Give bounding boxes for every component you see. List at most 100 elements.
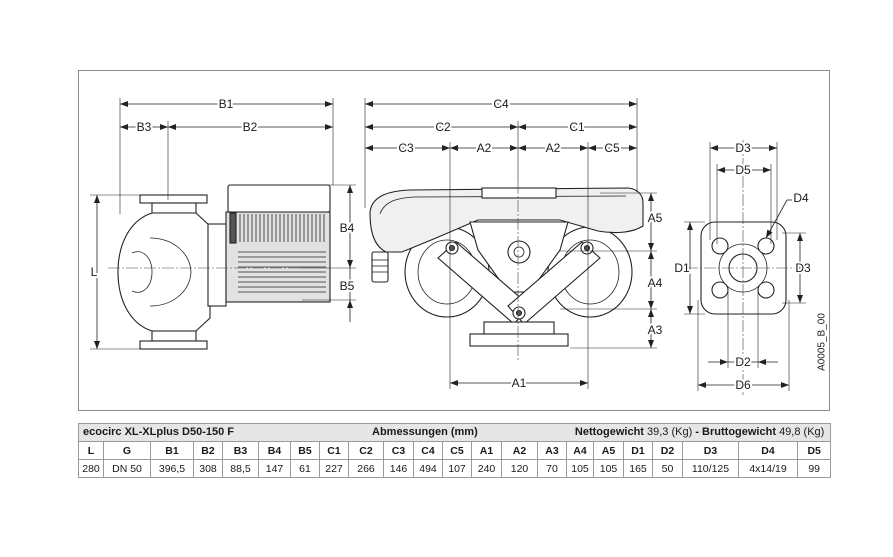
value-d1: 165	[623, 459, 653, 478]
dimension-lines	[94, 101, 803, 388]
dimension-label-d1: D1	[674, 261, 690, 275]
center-port	[507, 240, 531, 264]
dimension-label-a4: A4	[648, 276, 663, 290]
dimensions-table: ecocirc XL-XLplus D50-150 F Abmessungen …	[77, 423, 832, 478]
value-a2: 120	[501, 459, 538, 478]
bolt-right-center	[583, 244, 591, 252]
drawing-code: A0005_B_00	[817, 313, 828, 371]
dimension-labels: B1 B3 B2 L B4 B5 C4 C2 C1 C3 A2 A2 C5 A5…	[89, 95, 828, 394]
pump-volute	[117, 212, 211, 332]
value-d5: 99	[796, 459, 832, 478]
dimension-label-b3: B3	[137, 120, 152, 134]
dimension-label-c5: C5	[604, 141, 620, 155]
dimension-label-b1: B1	[219, 97, 234, 111]
cover-edge-line	[379, 195, 627, 215]
terminal-box	[227, 184, 331, 213]
technical-drawing: B1 B3 B2 L B4 B5 C4 C2 C1 C3 A2 A2 C5 A5…	[78, 70, 830, 411]
column-header-d2: D2	[652, 441, 683, 460]
net-weight-value: 39,3 (Kg)	[647, 426, 693, 438]
extension-lines	[90, 98, 806, 391]
value-c2: 266	[348, 459, 384, 478]
cable-gland	[371, 251, 389, 283]
column-header-d1: D1	[623, 441, 653, 460]
table-title-cell: ecocirc XL-XLplus D50-150 F Abmessungen …	[77, 423, 832, 442]
value-c1: 227	[319, 459, 349, 478]
column-header-b3: B3	[222, 441, 259, 460]
value-c3: 146	[383, 459, 414, 478]
column-header-c1: C1	[319, 441, 349, 460]
column-header-c2: C2	[348, 441, 384, 460]
value-d3: 110/125	[682, 459, 739, 478]
dimension-label-b5: B5	[340, 279, 355, 293]
flange-bolt-hole	[711, 237, 729, 255]
top-flange	[139, 194, 208, 204]
bolt-bottom-center	[515, 309, 523, 317]
dimension-label-b4: B4	[340, 221, 355, 235]
column-header-c5: C5	[442, 441, 472, 460]
dimension-label-d3-right: D3	[795, 261, 811, 275]
model-name: ecocirc XL-XLplus D50-150 F	[83, 426, 234, 438]
net-weight-label: Nettogewicht	[574, 426, 644, 438]
column-header-row: L G B1 B2 B3 B4 B5 C1 C2 C3 C4 C5 A1 A2 …	[78, 441, 832, 460]
column-header-a3: A3	[537, 441, 567, 460]
lower-flange-neck	[483, 321, 555, 335]
front-view-pump	[369, 187, 644, 347]
column-header-a2: A2	[501, 441, 538, 460]
value-d4: 4x14/19	[738, 459, 798, 478]
upper-flange	[481, 187, 557, 199]
value-g: DN 50	[103, 459, 151, 478]
column-header-d4: D4	[738, 441, 798, 460]
side-view-pump	[117, 184, 331, 350]
column-header-b2: B2	[193, 441, 223, 460]
bottom-flange-neck	[151, 330, 197, 342]
dimension-label-c2: C2	[435, 120, 451, 134]
dimension-label-c1: C1	[569, 120, 585, 134]
flange-bolt-hole	[711, 281, 729, 299]
impeller-outline	[149, 237, 192, 307]
column-header-c3: C3	[383, 441, 414, 460]
column-header-b5: B5	[290, 441, 320, 460]
value-b1: 396,5	[150, 459, 194, 478]
flange-bolt-hole	[757, 237, 775, 255]
cooling-fins	[239, 214, 325, 242]
volute-inner-curve	[131, 251, 153, 293]
dimension-label-d2: D2	[735, 355, 751, 369]
value-row: 280 DN 50 396,5 308 88,5 147 61 227 266 …	[78, 459, 832, 478]
table-title-row: ecocirc XL-XLplus D50-150 F Abmessungen …	[77, 423, 832, 442]
weights: Nettogewicht 39,3 (Kg) - Bruttogewicht 4…	[575, 426, 824, 438]
column-header-b4: B4	[258, 441, 291, 460]
dimension-label-a2-right: A2	[546, 141, 561, 155]
dimension-label-d4: D4	[793, 191, 809, 205]
value-a5: 105	[593, 459, 624, 478]
motor-cover	[369, 187, 644, 253]
dimensions-title: Abmessungen (mm)	[372, 426, 478, 438]
value-d2: 50	[652, 459, 683, 478]
bottom-flange	[139, 340, 208, 350]
column-header-d3: D3	[682, 441, 739, 460]
dimension-label-d3-top: D3	[735, 141, 751, 155]
column-header-c4: C4	[413, 441, 443, 460]
value-a1: 240	[471, 459, 502, 478]
dimension-label-a1: A1	[512, 376, 527, 390]
value-c4: 494	[413, 459, 443, 478]
dimension-label-c3: C3	[398, 141, 414, 155]
center-lines	[108, 140, 806, 395]
dimension-label-a3: A3	[648, 323, 663, 337]
value-a4: 105	[566, 459, 594, 478]
column-header-a1: A1	[471, 441, 502, 460]
motor-ribs	[238, 251, 326, 293]
center-port-inner	[513, 246, 525, 258]
dimension-label-b2: B2	[243, 120, 258, 134]
column-header-g: G	[103, 441, 151, 460]
value-a3: 70	[537, 459, 567, 478]
dimension-label-a2-left: A2	[477, 141, 492, 155]
value-b4: 147	[258, 459, 291, 478]
dimensions-table-wrapper: ecocirc XL-XLplus D50-150 F Abmessungen …	[77, 423, 832, 478]
bolt-left-center	[448, 244, 456, 252]
column-header-a5: A5	[593, 441, 624, 460]
value-b5: 61	[290, 459, 320, 478]
column-header-a4: A4	[566, 441, 594, 460]
dimension-label-d6: D6	[735, 378, 751, 392]
lower-flange	[469, 333, 569, 347]
value-c5: 107	[442, 459, 472, 478]
